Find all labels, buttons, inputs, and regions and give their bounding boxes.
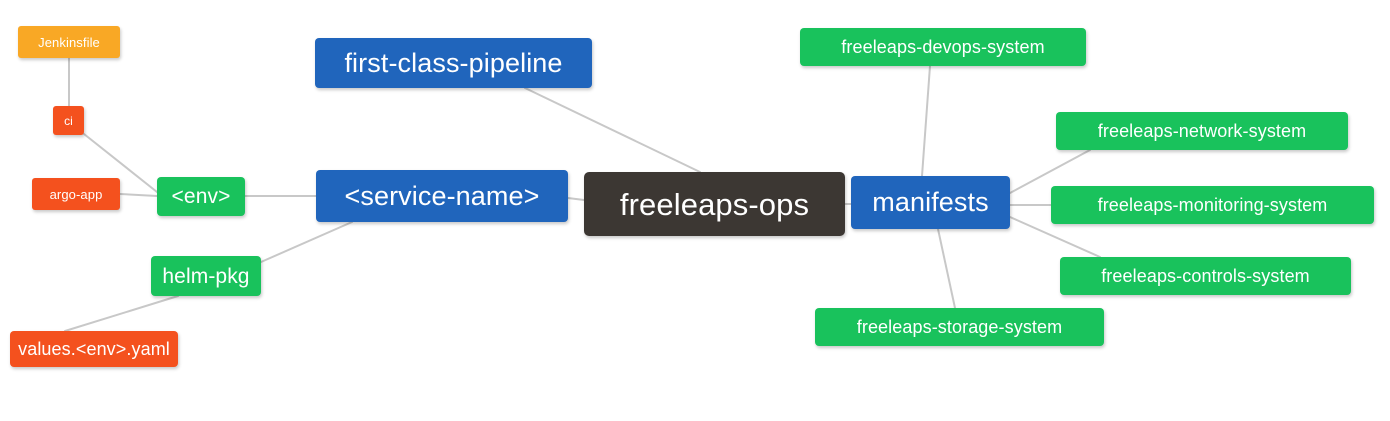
edge-manifests-to-devops (921, 65, 931, 177)
edge-service-name-to-helm-pkg (260, 221, 353, 263)
node-monitoring[interactable]: freeleaps-monitoring-system (1051, 186, 1374, 224)
node-label-root: freeleaps-ops (619, 186, 810, 222)
node-storage[interactable]: freeleaps-storage-system (815, 308, 1104, 346)
node-label-controls: freeleaps-controls-system (1101, 266, 1310, 286)
node-pipeline[interactable]: first-class-pipeline (315, 38, 592, 88)
node-devops[interactable]: freeleaps-devops-system (800, 28, 1086, 66)
edge-helm-pkg-to-values-yaml (64, 295, 179, 332)
node-label-pipeline: first-class-pipeline (344, 47, 563, 78)
node-manifests[interactable]: manifests (851, 176, 1010, 229)
edge-argo-app-to-env (119, 193, 158, 197)
node-label-network: freeleaps-network-system (1097, 121, 1307, 141)
node-label-jenkinsfile: Jenkinsfile (38, 34, 100, 50)
node-label-manifests: manifests (872, 187, 989, 217)
node-label-helm-pkg: helm-pkg (162, 264, 250, 288)
node-values-yaml[interactable]: values.<env>.yaml (10, 331, 178, 367)
node-label-argo-app: argo-app (49, 186, 103, 202)
node-label-service-name: <service-name> (344, 180, 540, 211)
node-service-name[interactable]: <service-name> (316, 170, 568, 222)
node-label-ci: ci (64, 113, 73, 128)
node-env[interactable]: <env> (157, 177, 245, 216)
node-label-values-yaml: values.<env>.yaml (18, 339, 170, 359)
node-ci[interactable]: ci (53, 106, 84, 135)
edge-service-name-to-root (567, 197, 585, 201)
node-label-storage: freeleaps-storage-system (856, 317, 1063, 337)
edge-manifests-to-storage (937, 228, 956, 309)
node-label-devops: freeleaps-devops-system (841, 37, 1045, 57)
node-argo-app[interactable]: argo-app (32, 178, 120, 210)
node-controls[interactable]: freeleaps-controls-system (1060, 257, 1351, 295)
node-label-env: <env> (171, 185, 231, 208)
node-network[interactable]: freeleaps-network-system (1056, 112, 1348, 150)
node-root[interactable]: freeleaps-ops (584, 172, 845, 236)
node-label-monitoring: freeleaps-monitoring-system (1097, 195, 1328, 215)
node-jenkinsfile[interactable]: Jenkinsfile (18, 26, 120, 58)
edge-pipeline-to-root (524, 87, 701, 173)
node-helm-pkg[interactable]: helm-pkg (151, 256, 261, 296)
